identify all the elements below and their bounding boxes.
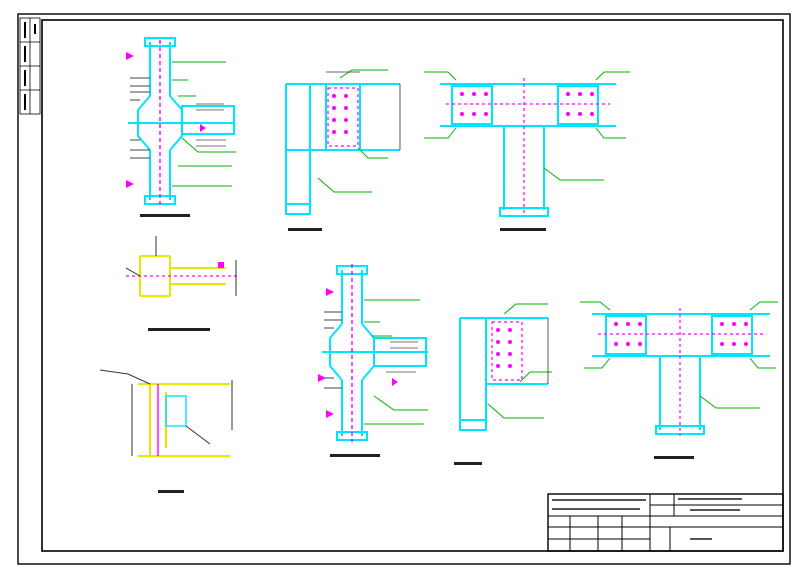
sheet-border — [17, 13, 791, 565]
detail-b-small — [125, 236, 240, 331]
title-block — [547, 493, 784, 552]
detail-a-column-joint — [126, 37, 236, 217]
detail-3-3-section — [454, 303, 552, 465]
detail-4-4-section — [580, 301, 778, 459]
detail-d-column-joint — [318, 264, 428, 457]
detail-c-section — [99, 369, 233, 493]
detail-2-2-section — [424, 71, 630, 231]
binding-strip — [19, 17, 41, 115]
detail-1-1-section — [285, 69, 401, 231]
